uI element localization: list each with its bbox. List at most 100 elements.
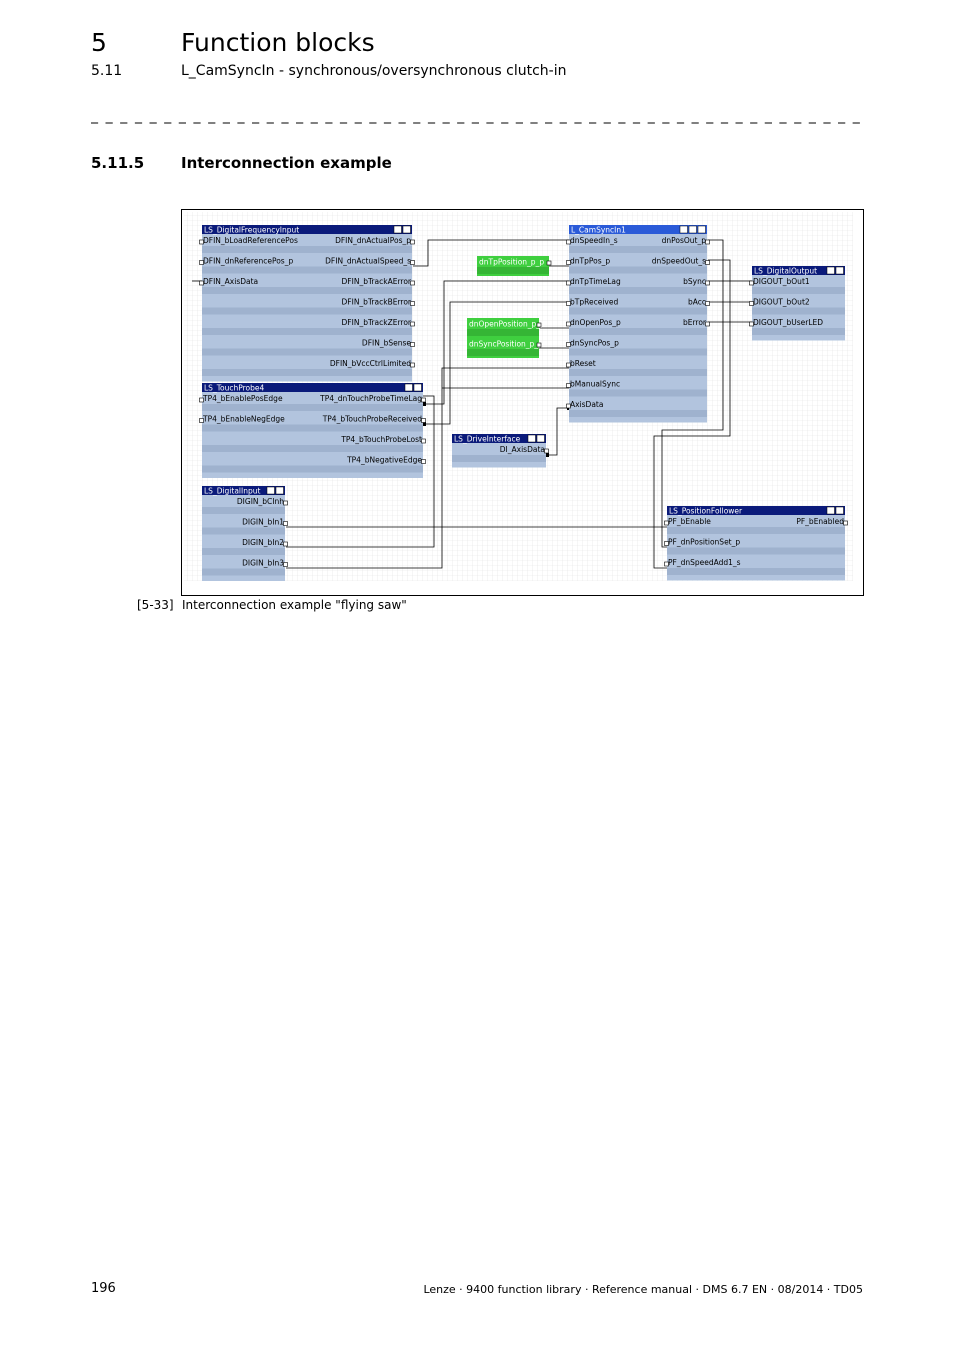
expand-icon[interactable] (527, 434, 536, 443)
output-port-label: DIGIN_bCInh (237, 497, 284, 506)
digin-block[interactable]: LS_DigitalInputDIGIN_bCInhDIGIN_bIn1DIGI… (202, 486, 288, 581)
connection-dot (422, 422, 426, 426)
input-port[interactable] (566, 403, 571, 409)
input-port[interactable] (749, 321, 754, 327)
expand-icon[interactable] (404, 383, 413, 392)
input-port[interactable] (749, 280, 754, 286)
expand-icon[interactable] (266, 486, 275, 495)
expand-icon[interactable] (688, 225, 697, 234)
output-port[interactable] (410, 260, 415, 265)
output-port[interactable] (544, 448, 549, 454)
param-label: dnOpenPosition_p_p (469, 320, 545, 329)
input-port[interactable] (566, 321, 571, 327)
input-port[interactable] (664, 541, 669, 546)
input-port[interactable] (749, 301, 754, 306)
expand-icon[interactable] (826, 266, 835, 275)
input-row-bar (667, 547, 756, 555)
output-port-label: TP4_bTouchProbeReceived (322, 415, 423, 424)
output-port[interactable] (536, 342, 542, 348)
input-port[interactable] (199, 418, 204, 423)
input-row-bar (752, 287, 845, 294)
input-port[interactable] (566, 362, 571, 368)
output-port[interactable] (705, 280, 710, 286)
output-port[interactable] (705, 260, 710, 265)
output-port[interactable] (410, 301, 415, 306)
input-port[interactable] (199, 397, 204, 403)
expand-icon[interactable] (393, 225, 402, 234)
digin-title-bar[interactable] (202, 486, 285, 495)
input-port-label: DIGOUT_bOut1 (753, 277, 810, 286)
output-port[interactable] (283, 500, 288, 506)
output-port[interactable] (705, 321, 710, 327)
input-row-bar (202, 404, 312, 411)
output-port[interactable] (283, 562, 288, 567)
input-row-bar (667, 527, 756, 534)
digout-block[interactable]: LS_DigitalOutputDIGOUT_bOut1DIGOUT_bOut2… (749, 266, 846, 341)
cam-title-bar[interactable] (569, 225, 707, 234)
chapter-title: Function blocks (181, 28, 375, 57)
output-row-bar (202, 527, 285, 535)
input-row-bar (752, 328, 845, 335)
input-port[interactable] (664, 561, 669, 567)
input-port[interactable] (664, 520, 669, 526)
dfin-block[interactable]: LS_DigitalFrequencyInputDFIN_bLoadRefere… (199, 225, 415, 382)
help-icon[interactable] (536, 434, 545, 443)
input-row-bar (752, 307, 845, 315)
output-port-label: TP4_dnTouchProbeTimeLag (319, 394, 422, 403)
dfin-title-bar[interactable] (202, 225, 412, 234)
param-block[interactable]: dnTpPosition_p_p (477, 256, 552, 276)
figure-caption: Interconnection example "flying saw" (182, 598, 407, 612)
input-port[interactable] (199, 260, 204, 265)
output-port[interactable] (283, 521, 288, 526)
output-port[interactable] (705, 301, 710, 306)
help-icon[interactable] (835, 506, 844, 515)
output-port[interactable] (421, 397, 426, 403)
output-port[interactable] (421, 459, 426, 464)
param-block[interactable]: dnSyncPosition_p_p (467, 338, 543, 358)
input-port[interactable] (199, 239, 204, 245)
output-port[interactable] (410, 362, 415, 368)
output-port[interactable] (283, 541, 288, 547)
input-port[interactable] (566, 239, 571, 245)
param-block[interactable]: dnOpenPosition_p_p (467, 318, 545, 338)
pf-title: LS_PositionFollower (669, 507, 743, 516)
param-label: dnTpPosition_p_p (479, 258, 544, 267)
help-icon[interactable] (402, 225, 411, 234)
input-port[interactable] (566, 301, 571, 306)
expand-icon[interactable] (679, 225, 688, 234)
output-port[interactable] (410, 280, 415, 286)
tp4-title-bar[interactable] (202, 383, 423, 392)
input-row-bar (569, 410, 638, 417)
output-port[interactable] (843, 520, 848, 526)
cam-title: L_CamSyncIn1 (571, 226, 626, 235)
output-port[interactable] (705, 239, 710, 245)
digout-title-bar[interactable] (752, 266, 845, 275)
output-row-bar (306, 246, 412, 253)
output-port[interactable] (410, 342, 415, 347)
drive-title-bar[interactable] (452, 434, 546, 443)
help-icon[interactable] (835, 266, 844, 275)
help-icon[interactable] (413, 383, 422, 392)
output-port-label: bAcc (688, 298, 706, 307)
input-port[interactable] (566, 342, 571, 347)
help-icon[interactable] (697, 225, 706, 234)
output-port[interactable] (536, 322, 542, 328)
output-port[interactable] (421, 418, 426, 423)
input-port[interactable] (566, 383, 571, 388)
help-icon[interactable] (275, 486, 284, 495)
input-port[interactable] (566, 260, 571, 265)
input-row-bar (202, 369, 306, 376)
output-port[interactable] (546, 260, 552, 266)
footer-text: Lenze · 9400 function library · Referenc… (423, 1283, 863, 1296)
output-port[interactable] (410, 239, 415, 245)
input-port[interactable] (566, 280, 571, 286)
expand-icon[interactable] (826, 506, 835, 515)
output-port[interactable] (410, 321, 415, 327)
pf-title-bar[interactable] (667, 506, 845, 515)
output-port[interactable] (421, 438, 426, 444)
input-port[interactable] (199, 280, 204, 286)
